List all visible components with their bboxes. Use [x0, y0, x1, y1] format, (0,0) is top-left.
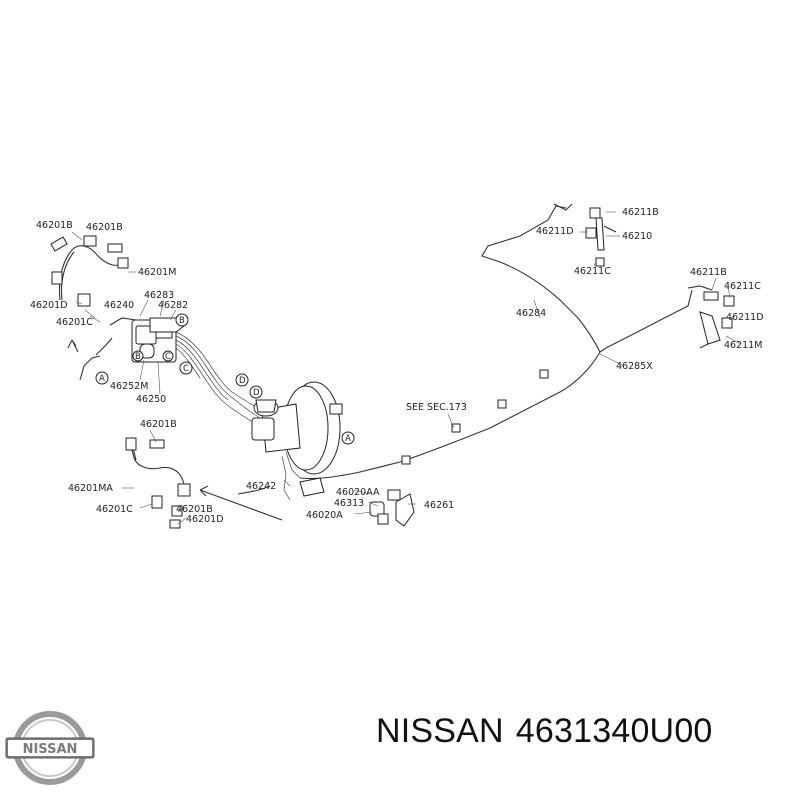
- front-left-hose-group: [50, 235, 129, 319]
- label-46201d-2: 46201D: [186, 514, 224, 525]
- callout-a-left: A: [99, 374, 105, 384]
- label-46201b-4: 46201B: [176, 504, 213, 515]
- rear-right-hose-group: [585, 207, 617, 267]
- leader-lines: [71, 211, 741, 525]
- label-46250: 46250: [136, 394, 166, 405]
- label-46201b-2: 46201B: [86, 222, 123, 233]
- part-caption: NISSAN 4631340U00: [376, 712, 725, 751]
- brand-name: NISSAN: [376, 712, 504, 750]
- arrow-indicator-upper: [67, 339, 79, 353]
- label-46201b-1: 46201B: [36, 220, 73, 231]
- label-46284: 46284: [516, 308, 546, 319]
- label-46211c-1: 46211C: [574, 266, 611, 277]
- label-46211b-1: 46211B: [622, 207, 659, 218]
- label-46020aa: 46020AA: [336, 487, 380, 498]
- label-46242: 46242: [246, 481, 276, 492]
- label-46313: 46313: [334, 498, 364, 509]
- label-46211b-2: 46211B: [690, 267, 727, 278]
- label-46240: 46240: [104, 300, 134, 311]
- label-46201c-1: 46201C: [56, 317, 93, 328]
- callout-b-actuator: B: [135, 352, 141, 362]
- part-labels: 46201B 46201B 46201M 46201D 46201C 46240…: [30, 207, 764, 525]
- callout-c-actuator: C: [165, 352, 171, 362]
- callout-d-master: D: [253, 388, 260, 398]
- label-46210: 46210: [622, 231, 652, 242]
- arrow-indicator-lower: [199, 485, 283, 521]
- label-46211c-2: 46211C: [724, 281, 761, 292]
- logo-wordmark: NISSAN: [23, 742, 78, 757]
- label-46201b-3: 46201B: [140, 419, 177, 430]
- label-46261: 46261: [424, 500, 454, 511]
- valve-bracket-group: [299, 477, 415, 527]
- callout-d-pipe: D: [239, 376, 246, 386]
- label-46201ma: 46201MA: [68, 483, 113, 494]
- part-number: 4631340U00: [515, 712, 713, 750]
- label-46252m: 46252M: [110, 381, 148, 392]
- label-46285x: 46285X: [616, 361, 653, 372]
- label-46201c-2: 46201C: [96, 504, 133, 515]
- rear-main-line: [299, 203, 693, 480]
- callout-c-upper: C: [183, 364, 189, 374]
- label-46211d-1: 46211D: [536, 226, 574, 237]
- callout-circles: B C A D D A B C: [95, 313, 355, 445]
- nissan-logo: NISSAN: [5, 711, 95, 785]
- label-46020a: 46020A: [306, 510, 343, 521]
- label-46211m: 46211M: [724, 340, 762, 351]
- label-46283: 46283: [144, 290, 174, 301]
- label-46201m: 46201M: [138, 267, 176, 278]
- callout-a-booster: A: [345, 434, 351, 444]
- front-right-hose-group: [125, 437, 191, 529]
- label-46282: 46282: [158, 300, 188, 311]
- callout-b-upper: B: [179, 316, 185, 326]
- label-see-sec-173: SEE SEC.173: [406, 402, 467, 413]
- abs-actuator-group: [95, 317, 233, 405]
- rear-left-hose-group: [687, 285, 735, 349]
- label-46201d-1: 46201D: [30, 300, 68, 311]
- label-46211d-2: 46211D: [726, 312, 764, 323]
- master-cylinder-booster: [251, 381, 343, 501]
